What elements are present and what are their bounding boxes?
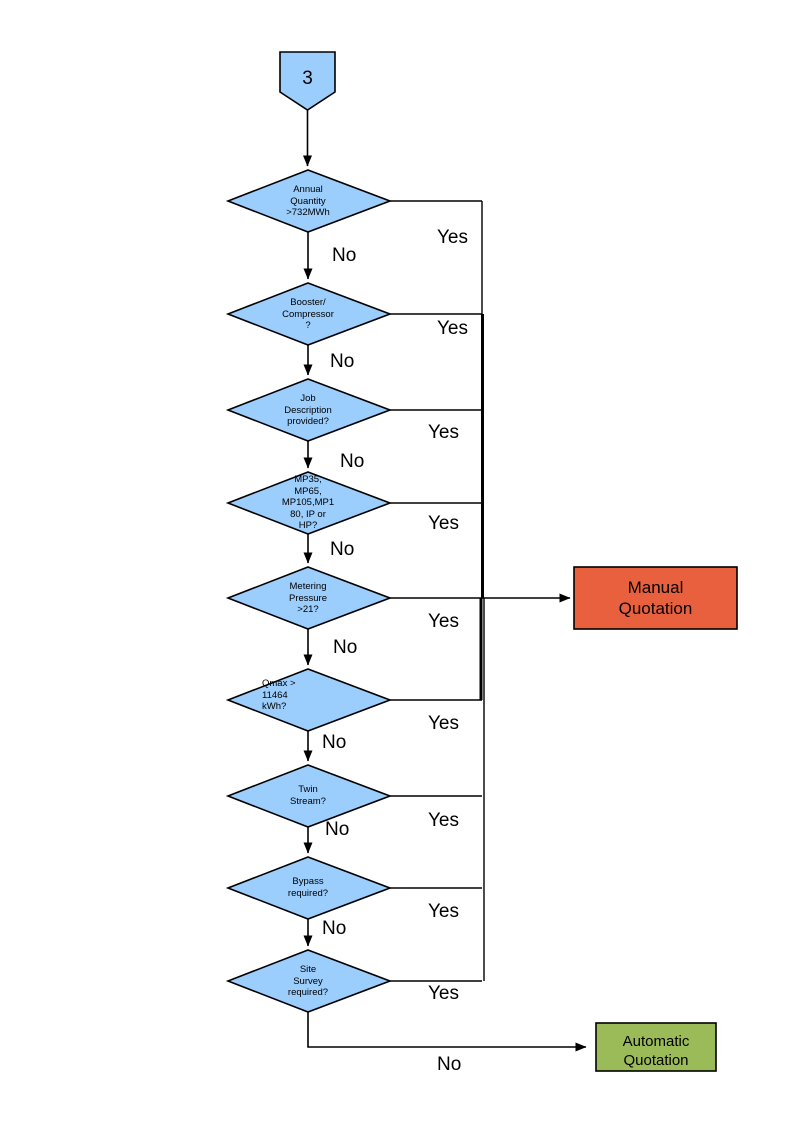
edge-label-yes-metering-pressure: Yes xyxy=(428,611,459,632)
edge-label-yes-qmax: Yes xyxy=(428,713,459,734)
edge-label-yes-bypass: Yes xyxy=(428,901,459,922)
edge-label-yes-meter-type: Yes xyxy=(428,513,459,534)
edge-label-yes-booster-compressor: Yes xyxy=(437,318,468,339)
outcome-automatic-quotation[interactable] xyxy=(595,1022,717,1072)
edge-label-no-booster-compressor: No xyxy=(330,351,355,372)
edge-label-no-site-survey: No xyxy=(437,1054,462,1075)
edge-no-site-survey-to-automatic-quotation xyxy=(307,1012,587,1052)
edge-label-no-twin-stream: No xyxy=(325,819,350,840)
edge-label-no-metering-pressure: No xyxy=(333,637,358,658)
decision-site-survey[interactable] xyxy=(225,949,393,1013)
decision-job-description[interactable] xyxy=(225,378,393,442)
decision-metering-pressure[interactable] xyxy=(225,566,393,630)
start-connector-3[interactable] xyxy=(279,51,336,111)
edge-label-no-qmax: No xyxy=(322,732,347,753)
decision-meter-type[interactable] xyxy=(225,471,393,535)
edge-label-yes-job-description: Yes xyxy=(428,422,459,443)
decision-bypass[interactable] xyxy=(225,856,393,920)
decision-annual-quantity[interactable] xyxy=(225,169,393,233)
outcome-manual-quotation[interactable] xyxy=(573,566,738,630)
decision-booster-compressor[interactable] xyxy=(225,282,393,346)
decision-twin-stream[interactable] xyxy=(225,764,393,828)
edge-label-yes-site-survey: Yes xyxy=(428,983,459,1004)
edge-label-yes-twin-stream: Yes xyxy=(428,810,459,831)
edge-label-no-meter-type: No xyxy=(330,539,355,560)
edge-label-no-job-description: No xyxy=(340,451,365,472)
edge-label-yes-annual-quantity: Yes xyxy=(437,227,468,248)
decision-qmax[interactable] xyxy=(225,668,393,732)
edge-label-no-bypass: No xyxy=(322,918,347,939)
edge-label-no-annual-quantity: No xyxy=(332,245,357,266)
